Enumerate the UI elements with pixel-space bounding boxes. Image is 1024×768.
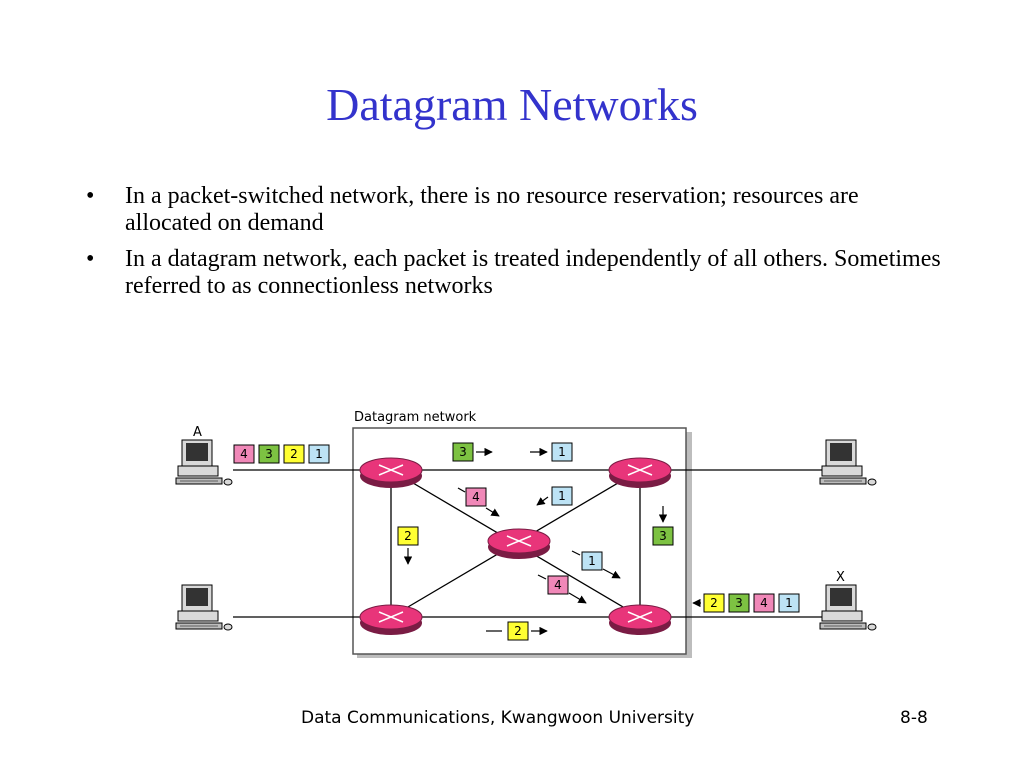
packet-label: 2 (290, 447, 298, 461)
slide-title: Datagram Networks (326, 79, 698, 130)
packet-label: 1 (315, 447, 323, 461)
computer-a-icon (175, 439, 233, 486)
bullet-list: In a packet-switched network, there is n… (86, 183, 946, 309)
router-bottom-right (608, 604, 672, 635)
packet-label: 3 (659, 529, 667, 543)
station-x-label: X (836, 570, 845, 585)
packet-vert-right (652, 526, 674, 546)
packet-center-low (547, 575, 569, 595)
packet-label: 4 (240, 447, 248, 461)
packet-x-queue (778, 593, 800, 613)
packet-label: 4 (760, 596, 768, 610)
packet-label: 1 (588, 554, 596, 568)
packet-x-queue (728, 593, 750, 613)
packet-label: 3 (265, 447, 273, 461)
packet-diag-right (551, 486, 573, 506)
packet-label: 2 (514, 624, 522, 638)
packet-center-right (581, 551, 603, 571)
packet-bottom (507, 621, 529, 641)
station-a-label: A (193, 425, 202, 440)
router-top-left (359, 457, 423, 488)
slide-number: 8-8 (900, 708, 928, 728)
packet-top-left (452, 442, 474, 462)
packet-a-queue (283, 444, 305, 464)
packet-vert-left (397, 526, 419, 546)
router-center (487, 528, 551, 559)
arrow-icon (602, 568, 621, 579)
network-box-label: Datagram network (354, 410, 477, 425)
footer-left: Data Communications, Kwangwoon Universit… (301, 708, 695, 728)
packet-top-right (551, 442, 573, 462)
computer-top-right-icon (819, 439, 877, 486)
packet-label: 1 (558, 489, 566, 503)
arrow-icon (457, 487, 466, 493)
packet-x-queue (753, 593, 775, 613)
packet-a-queue (233, 444, 255, 464)
arrow-icon (536, 496, 549, 506)
bullet-item: In a packet-switched network, there is n… (86, 183, 946, 237)
router-bottom-left (359, 604, 423, 635)
arrow-icon (537, 574, 547, 580)
arrow-icon (571, 550, 581, 556)
packet-label: 3 (459, 445, 467, 459)
packet-label: 4 (554, 578, 562, 592)
bullet-item: In a datagram network, each packet is tr… (86, 246, 946, 300)
arrow-icon (568, 592, 587, 604)
packet-label: 1 (558, 445, 566, 459)
computer-x-icon (819, 584, 877, 631)
packet-diag-left (465, 487, 487, 507)
packet-label: 1 (785, 596, 793, 610)
arrow-icon (485, 507, 500, 517)
packet-x-queue (703, 593, 725, 613)
packet-label: 2 (404, 529, 412, 543)
packet-label: 3 (735, 596, 743, 610)
packet-a-queue (258, 444, 280, 464)
packet-a-queue (308, 444, 330, 464)
computer-bottom-left-icon (175, 584, 233, 631)
packet-label: 2 (710, 596, 718, 610)
router-top-right (608, 457, 672, 488)
packet-label: 4 (472, 490, 480, 504)
